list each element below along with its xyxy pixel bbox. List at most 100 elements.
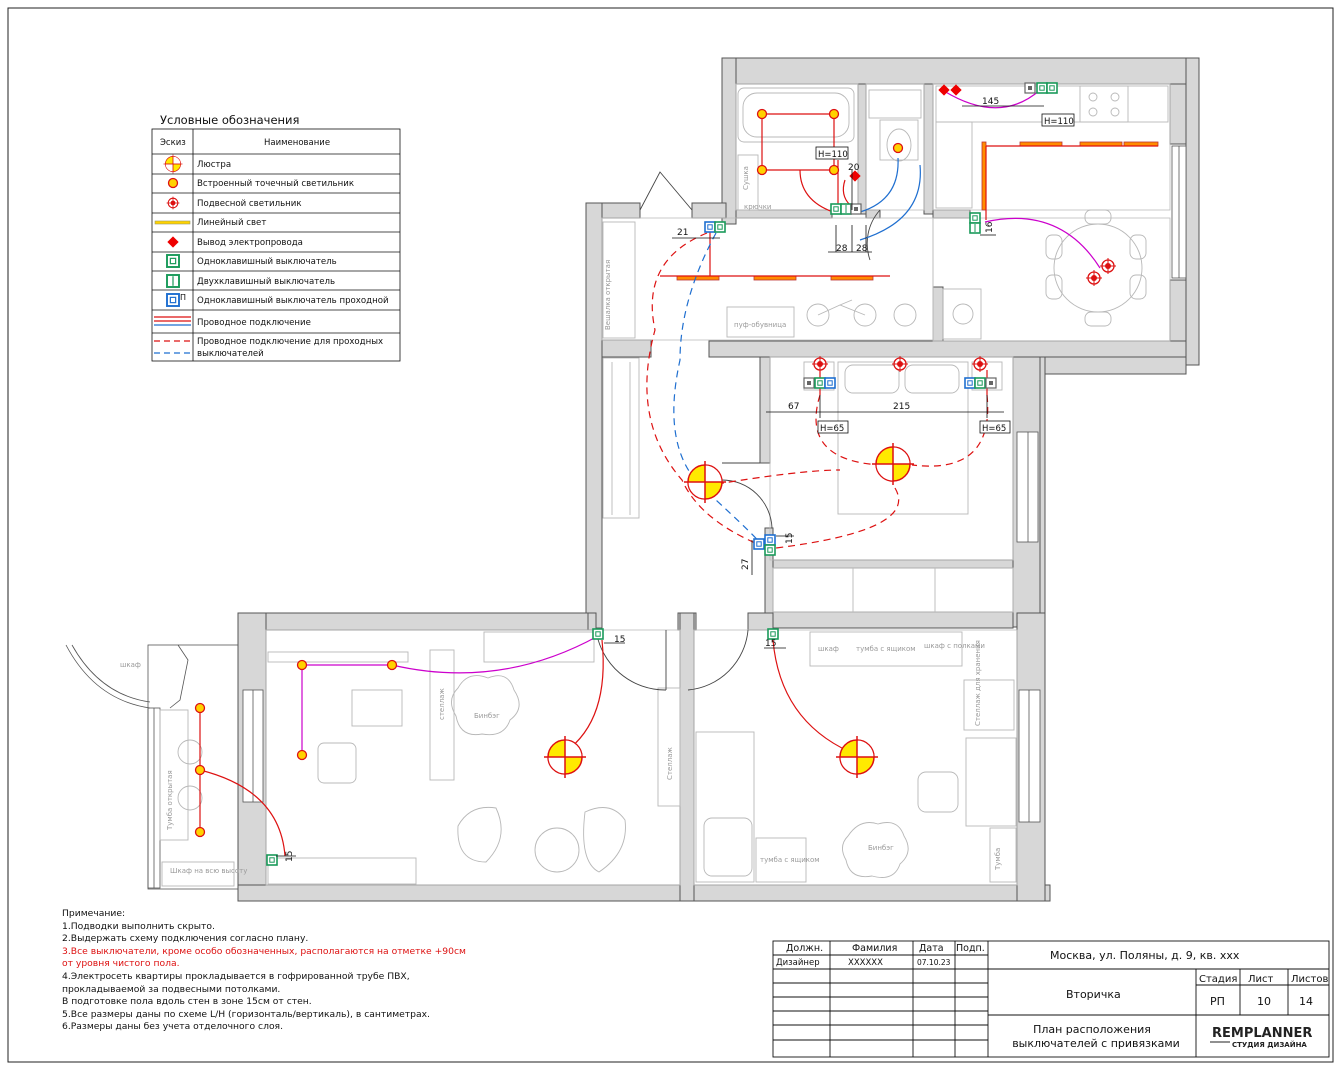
pendant-light-icon (971, 355, 989, 373)
label-pouf: пуф-обувница (734, 321, 786, 329)
legend-label-7: Одноклавишный выключатель проходной (197, 296, 389, 306)
legend-label-1: Встроенный точечный светильник (197, 179, 354, 189)
spotlight-icon (756, 164, 768, 176)
pass-switch-icon (704, 221, 716, 233)
dim-15b: 15 (614, 635, 625, 645)
note-line: 6.Размеры даны без учета отделочного сло… (62, 1021, 284, 1033)
note-line-red: от уровня чистого пола. (62, 958, 180, 970)
single-switch-icon (266, 854, 278, 866)
legend-col-sketch: Эскиз (160, 138, 186, 148)
double-switch-icon (166, 274, 180, 288)
stamp-stage: РП (1210, 995, 1225, 1008)
dim-67: 67 (788, 402, 799, 412)
dim-215: 215 (893, 402, 910, 412)
stamp-sheets-label: Листов (1291, 974, 1328, 985)
single-switch-icon (814, 377, 826, 389)
single-switch-icon (1046, 82, 1058, 94)
pass-mark: П (180, 293, 186, 302)
label-balcony-full: Шкаф на всю высоту (170, 867, 247, 875)
chandelier-icon (543, 735, 587, 779)
dim-15a: 15 (785, 533, 795, 544)
linear-light-icon (154, 220, 191, 225)
stamp-title-2: выключателей с привязками (1012, 1037, 1180, 1050)
spotlight-icon (194, 702, 206, 714)
note-line: 2.Выдержать схему подключения согласно п… (62, 933, 309, 945)
spotlight-icon (386, 659, 398, 671)
dim-145: 145 (982, 97, 999, 107)
dim-15d: 15 (285, 851, 295, 862)
stamp-col-sign: Подп. (956, 943, 985, 954)
logo-sub: СТУДИЯ ДИЗАЙНА (1232, 1040, 1307, 1049)
stamp-title-1: План расположения (1033, 1023, 1151, 1036)
stamp-sheet: 10 (1257, 995, 1271, 1008)
spotlight-icon (892, 142, 904, 154)
single-switch-icon (974, 377, 986, 389)
dim-20: 20 (848, 163, 860, 173)
socket-icon (850, 203, 862, 215)
furniture-labels: Вешалка открытая пуф-обувница крючки Суш… (120, 166, 1002, 875)
stamp-address: Москва, ул. Поляны, д. 9, кв. xxx (1050, 949, 1240, 962)
legend-headers: Эскиз Наименование (160, 138, 330, 148)
chandelier-icon (835, 735, 879, 779)
notes-title: Примечание: (62, 908, 126, 919)
label-beanbag: Бинбэг (474, 712, 500, 720)
socket-icon (985, 377, 997, 389)
wires (199, 89, 1158, 857)
note-line: В подготовке пола вдоль стен в зоне 15см… (62, 996, 312, 1008)
dimension-labels: 21 20 28 28 16 145 67 215 15 27 15 15 15 (285, 97, 999, 862)
spotlight-icon (828, 164, 840, 176)
spotlight-icon (828, 108, 840, 120)
label-dryer: Сушка (742, 166, 750, 190)
pass-switch-icon (764, 534, 776, 546)
legend-label-3: Линейный свет (197, 218, 266, 228)
label-storage: Стеллаж для хранения (974, 640, 982, 726)
spotlight-icon (756, 108, 768, 120)
stamp-col-name: Фамилия (852, 943, 897, 954)
legend-label-0: Люстра (197, 160, 231, 170)
logo-main: REMPLANNER (1212, 1026, 1312, 1041)
label-bookcase: Стеллаж (666, 746, 674, 780)
label-balcony-shelf: Тумба открытая (166, 770, 174, 831)
label-shelves: стеллаж (438, 688, 446, 720)
double-switch-icon (840, 203, 852, 215)
dim-27: 27 (741, 559, 751, 570)
legend: Условные обозначения (151, 113, 401, 362)
single-switch-icon (1036, 82, 1048, 94)
label-balcony-closet: шкаф (120, 661, 141, 669)
page-frame (7, 7, 1334, 1063)
legend-label-5: Одноклавишный выключатель (197, 257, 337, 267)
wire-outlet-icon (167, 236, 179, 248)
height-marks: H=110 H=110 H=65 H=65 (815, 113, 1075, 434)
pendant-light-icon (1099, 257, 1117, 275)
dim-16: 16 (985, 221, 995, 233)
label-closet-shelves: шкаф с полками (924, 642, 985, 650)
single-switch-icon (767, 628, 779, 640)
dim-28b: 28 (856, 244, 868, 254)
stamp-role: Дизайнер (776, 958, 820, 968)
legend-labels: Люстра Встроенный точечный светильник По… (197, 160, 389, 359)
pendant-light-icon (811, 355, 829, 373)
stamp-col-date: Дата (919, 943, 944, 954)
note-line-red: 3.Все выключатели, кроме особо обозначен… (62, 945, 466, 957)
legend-label-2: Подвесной светильник (197, 199, 302, 209)
legend-label-6: Двухклавишный выключатель (197, 277, 335, 287)
note-line: 5.Все размеры даны по схеме L/H (горизон… (62, 1008, 430, 1020)
pendant-light-icon (166, 196, 180, 210)
label-closet: шкаф (818, 645, 839, 653)
height-65b: H=65 (982, 424, 1006, 434)
socket-icon (1024, 82, 1036, 94)
chandelier-icon (683, 460, 727, 504)
spotlight-icon (296, 749, 308, 761)
title-block-text: Должн. Фамилия Дата Подп. Дизайнер XXXXX… (776, 943, 1328, 1050)
stamp-date: 07.10.23 (917, 958, 951, 967)
legend-col-name: Наименование (264, 138, 330, 148)
legend-label-4: Вывод электропровода (197, 238, 303, 248)
legend-label-9: Проводное подключение для проходных (197, 337, 383, 347)
single-switch-icon (592, 628, 604, 640)
dashed-wires (646, 232, 989, 549)
pass-switch-icon (964, 377, 976, 389)
height-110b: H=110 (1044, 117, 1074, 127)
pendant-light-icon (1085, 269, 1103, 287)
spotlight-icon (194, 826, 206, 838)
dim-28a: 28 (836, 244, 848, 254)
